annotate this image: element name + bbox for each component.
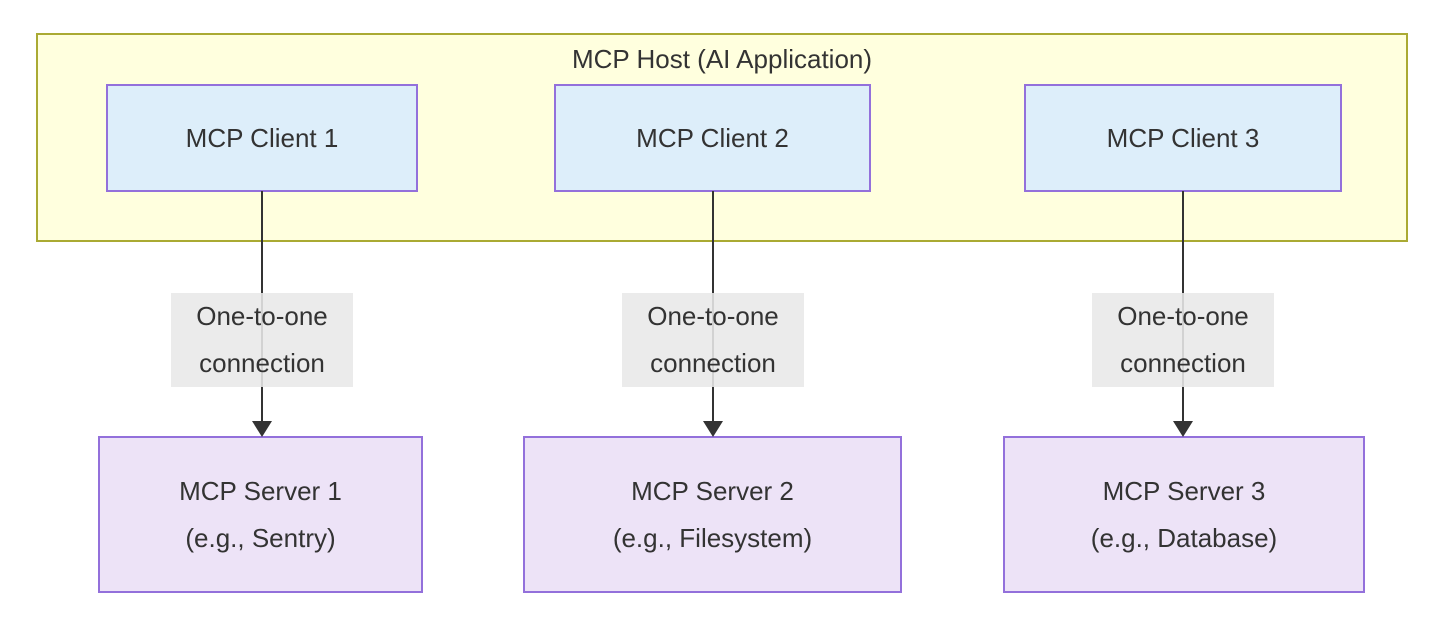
node-label: MCP Client 3 xyxy=(1106,122,1260,153)
edge-label-line: One-to-one xyxy=(196,301,328,331)
node-sublabel: (e.g., Sentry) xyxy=(185,522,336,553)
node-label: MCP Server 1 xyxy=(179,475,342,506)
edge-label-line: One-to-one xyxy=(647,301,779,331)
node-mcp-client-2: MCP Client 2 xyxy=(554,84,871,192)
node-mcp-client-1: MCP Client 1 xyxy=(106,84,418,192)
edge-label-one-to-one-2: One-to-one connection xyxy=(622,293,804,387)
node-sublabel: (e.g., Database) xyxy=(1090,522,1278,553)
node-mcp-client-3: MCP Client 3 xyxy=(1024,84,1342,192)
host-title: MCP Host (AI Application) xyxy=(571,44,873,74)
edge-label-line: connection xyxy=(199,348,325,378)
edge-label-one-to-one-3: One-to-one connection xyxy=(1092,293,1274,387)
node-label: MCP Client 2 xyxy=(636,122,789,153)
node-mcp-server-2: MCP Server 2 (e.g., Filesystem) xyxy=(523,436,902,593)
node-mcp-server-1: MCP Server 1 (e.g., Sentry) xyxy=(98,436,423,593)
node-mcp-server-3: MCP Server 3 (e.g., Database) xyxy=(1003,436,1365,593)
edge-label-one-to-one-1: One-to-one connection xyxy=(171,293,353,387)
edge-label-line: connection xyxy=(1120,348,1246,378)
node-label: MCP Server 3 xyxy=(1102,475,1266,506)
node-label: MCP Client 1 xyxy=(185,122,339,153)
node-label: MCP Server 2 xyxy=(631,475,794,506)
node-sublabel: (e.g., Filesystem) xyxy=(612,522,813,553)
edge-label-line: connection xyxy=(650,348,776,378)
edge-label-line: One-to-one xyxy=(1117,301,1249,331)
